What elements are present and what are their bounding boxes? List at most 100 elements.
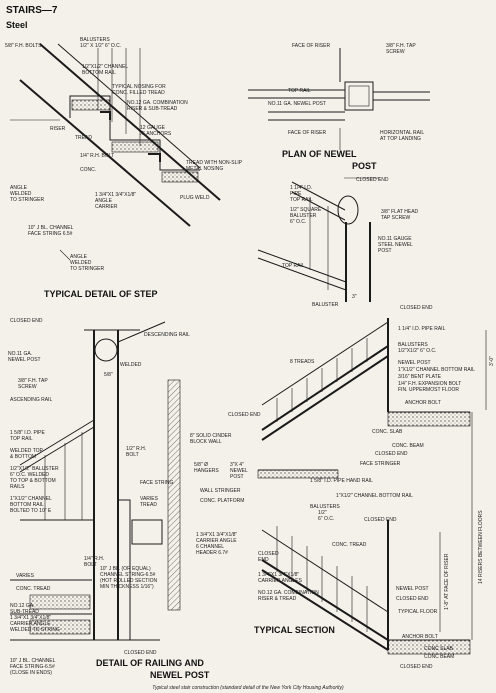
label-steel-2: STEEL NEWEL: [378, 242, 413, 248]
label-face-riser-bottom: FACE OF RISER: [288, 130, 326, 136]
label-sec-ce-6: END: [258, 557, 269, 563]
label-newel-pipe-2: PIPE: [290, 191, 302, 197]
label-newel-post: NO.11 GA. NEWEL POST: [268, 101, 326, 107]
label-sec-ca-2: CARRIER ANGLES: [258, 578, 303, 584]
label-sec-risers: 14 RISERS BETWEEN FLOORS: [478, 510, 484, 584]
label-channel-1: 10" J BL. CHANNEL: [28, 225, 74, 231]
label-welded: WELDED: [120, 362, 142, 368]
label-slip-2: METAL NOSING: [186, 166, 223, 172]
label-balusters: BALUSTERS: [80, 37, 110, 43]
label-sec-bal-5: 6" O.C.: [318, 516, 334, 522]
label-sec-bal-1: BALUSTERS: [398, 342, 428, 348]
title-newel-post: NEWEL POST: [150, 670, 210, 680]
label-sec-closed-end-4: CLOSED END: [364, 517, 397, 523]
label-sec-carr-1: 1 3/4"X1 3/4"X1/8": [196, 532, 237, 538]
label-sec-carr-3: 6 CHANNEL: [196, 544, 224, 550]
label-rail-ga-1: NO.11 GA.: [8, 351, 32, 357]
label-varies-3: VARIES: [16, 573, 35, 579]
label-newel-baluster: BALUSTER: [312, 302, 339, 308]
label-tread: TREAD: [75, 135, 92, 141]
label-rail-fs-2: FACE STRING-6.5#: [10, 664, 55, 670]
title-post: POST: [352, 161, 377, 171]
label-sq-2: BALUSTER: [290, 213, 317, 219]
label-sec-newel-1: 3"X 4": [230, 462, 244, 468]
label-angle-1: ANGLE: [10, 185, 28, 191]
label-face-riser-top: FACE OF RISER: [292, 43, 330, 49]
label-rail-bal-1: 1/2"X1/2" BALUSTER: [10, 466, 59, 472]
label-rail-j-1: 10" J BL. (OR EQUAL): [100, 566, 151, 572]
step-detail: [10, 43, 221, 261]
label-sq-1: 1/2" SQUARE: [290, 207, 322, 213]
label-sec-bal-3: BALUSTERS: [310, 504, 340, 510]
label-horiz-2: AT TOP LANDING: [380, 136, 421, 142]
label-dim-3: 3": [352, 294, 357, 300]
label-sec-bent: 3/16" BENT PLATE: [398, 374, 442, 380]
label-descending-rail: DESCENDING RAIL: [144, 332, 190, 338]
label-carrier-2: ANGLE: [95, 198, 113, 204]
label-angle-2: WELDED: [10, 191, 32, 197]
label-steel-1: NO.11 GAUGE: [378, 236, 412, 242]
label-angle-w-1: ANGLE: [70, 254, 88, 260]
label-nosing-1: TYPICAL NOSING FOR: [112, 84, 166, 90]
label-sec-conc-beam-2: CONC BEAM: [424, 654, 454, 660]
label-sec-carr-2: CARRIER ANGLE: [196, 538, 237, 544]
label-sec-bal-2: 1/2"X1/2" 6" O.C.: [398, 348, 436, 354]
label-horiz-1: HORIZONTAL RAIL: [380, 130, 424, 136]
label-rail-rh-1: 1/2" R.H.: [126, 446, 146, 452]
label-newel-top-rail: TOP RAIL: [288, 88, 311, 94]
label-rail-fs-1: 10" J BL. CHANNEL: [10, 658, 56, 664]
label-nosing-2: CONC. FILLED TREAD: [112, 90, 165, 96]
label-conc: CONC.: [80, 167, 96, 173]
label-flat-2: TAP SCREW: [381, 215, 411, 221]
label-sq-3: 6" O.C.: [290, 219, 306, 225]
label-sec-ca-4: RISER & TREAD: [258, 596, 297, 602]
label-rail-weld-1: WELDED TOP: [10, 448, 44, 454]
label-sec-bal-4: 1/2": [318, 510, 327, 516]
label-sec-carr-4: HEADER 6.7#: [196, 550, 228, 556]
label-face-string: FACE STRING: [140, 480, 173, 486]
label-sec-chan: 1"X1/2" CHANNEL BOTTOM RAIL: [398, 367, 475, 373]
label-rail-j-4: MIN THICKNESS 1/16"): [100, 584, 154, 590]
label-rail-bal-4: RAILS: [10, 484, 25, 490]
label-rail-pipe-2: TOP RAIL: [10, 436, 33, 442]
label-baluster-size: 1/2" X 1/2" 6" O.C.: [80, 43, 121, 49]
label-sec-face-stringer: FACE STRINGER: [360, 461, 401, 467]
label-combo-2: RISER & SUB-TREAD: [127, 106, 178, 112]
label-sec-hangers-2: HANGERS: [194, 468, 219, 474]
label-angle-w-2: WELDED: [70, 260, 92, 266]
label-sec-conc-tread: CONC. TREAD: [332, 542, 367, 548]
label-angle-3: TO STRINGER: [10, 197, 44, 203]
label-slip-1: TREAD WITH NON-SLIP: [186, 160, 243, 166]
label-sec-treads: 8 TREADS: [290, 359, 315, 365]
label-riser: RISER: [50, 126, 66, 132]
label-rail-ch-1: 1"X1/2" CHANNEL: [10, 496, 52, 502]
label-sec-typ-floor: TYPICAL FLOOR: [398, 609, 438, 615]
label-rail-fs-3: (CLOSE IN ENDS): [10, 670, 52, 676]
label-newel-top-rail-2: TOP RAIL: [282, 263, 305, 269]
label-sec-closed-end: CLOSED END: [400, 305, 433, 311]
label-steel-3: POST: [378, 248, 392, 254]
label-dim-58: 5/8": [104, 372, 113, 378]
title-plan-of-newel: PLAN OF NEWEL: [282, 149, 357, 159]
figure-caption: Typical steel stair construction (standa…: [152, 685, 344, 691]
title-detail-of-railing: DETAIL OF RAILING AND: [96, 658, 204, 668]
label-rail-ch-2: BOTTOM RAIL: [10, 502, 44, 508]
label-sec-conc-beam: CONC. BEAM: [392, 443, 424, 449]
label-tap-screw-2: SCREW: [386, 49, 405, 55]
label-sec-anchor: ANCHOR BOLT: [405, 400, 441, 406]
railing-detail: [10, 321, 166, 641]
label-rail-sub-1: NO.12 GA.: [10, 603, 34, 609]
section-heading: STAIRS—7: [6, 5, 58, 16]
label-rail-rh-3: 1/4" R.H.: [84, 556, 104, 562]
label-rail-tap-1: 3/8" F.H. TAP: [18, 378, 48, 384]
label-sec-closed-end-3: CLOSED END: [375, 451, 408, 457]
label-ascending-rail: ASCENDING RAIL: [10, 397, 52, 403]
label-rail-sub-2: SUB-TREAD: [10, 609, 39, 615]
label-sec-conc-slab-2: CONC SLAB: [424, 646, 454, 652]
label-sec-ca-1: 1 3/4"X1 3/4"X1/8": [258, 572, 299, 578]
label-rail-tap-2: SCREW: [18, 384, 37, 390]
label-rail-bal-3: TO TOP & BOTTOM: [10, 478, 56, 484]
label-channel-bottom: 1/2"X1/2" CHANNEL: [82, 64, 128, 70]
label-rail-j-2: CHANNEL STRING-6.5#: [100, 572, 156, 578]
